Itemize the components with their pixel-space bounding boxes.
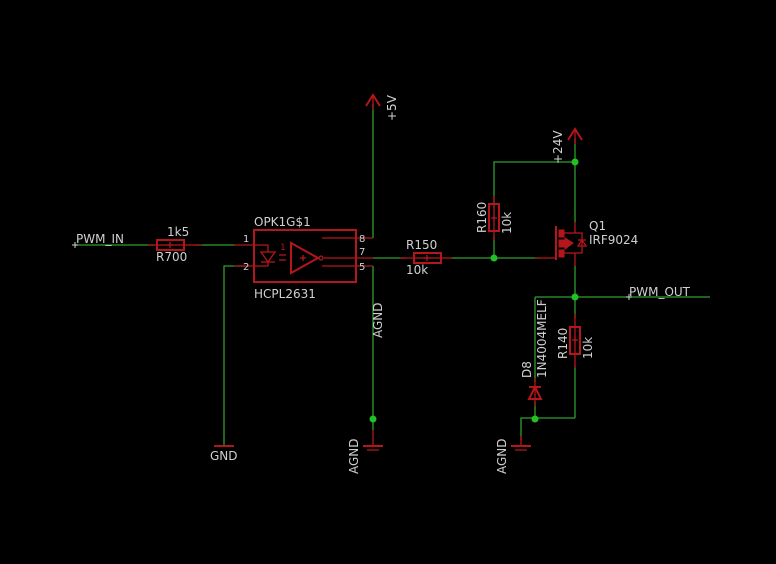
resistor-r700[interactable]: 1k5 R700: [148, 225, 202, 264]
agnd-right-label: AGND: [495, 438, 509, 474]
pin-8-number: 8: [359, 234, 365, 245]
opto-value: HCPL2631: [254, 287, 316, 301]
plus24v-label: +24V: [551, 130, 565, 164]
diode-triangle-icon: [527, 384, 543, 400]
r160-value: 10k: [500, 212, 514, 234]
optocoupler-opk1[interactable]: 1 1 2 8 7 5 OPK1G$1 HCPL2631: [234, 215, 373, 301]
led-wire: [254, 244, 269, 252]
wire-gnd[interactable]: [223, 265, 245, 445]
d8-name: D8: [520, 361, 534, 378]
led-diode-icon: [259, 251, 277, 264]
channel-segment: [558, 249, 565, 258]
r150-value: 10k: [406, 263, 428, 277]
net-label-pwm-in[interactable]: PWM_IN: [72, 232, 124, 248]
opto-name: OPK1G$1: [254, 215, 311, 229]
body-diode-wire: [575, 232, 583, 254]
wires: [75, 104, 710, 445]
net-label-agnd-top[interactable]: AGND: [371, 302, 385, 338]
agnd-label: AGND: [347, 438, 361, 474]
junction-dot: [571, 158, 579, 166]
pin-5-number: 5: [359, 262, 365, 273]
junctions: [369, 158, 579, 423]
gnd-label: GND: [210, 449, 238, 463]
junction-dot: [531, 415, 539, 423]
supply-plus5v[interactable]: +5V: [365, 93, 399, 121]
diode-d8[interactable]: D8 1N4004MELF: [520, 299, 549, 406]
supply-agnd-right[interactable]: AGND: [495, 436, 531, 474]
junction-dot: [571, 293, 579, 301]
pin-2-number: 2: [243, 262, 249, 273]
channel-segment: [558, 229, 565, 238]
amplifier-triangle-icon: [290, 241, 321, 275]
r140-name: R140: [556, 328, 570, 359]
inverter-bubble-icon: [318, 255, 324, 261]
resistor-body: [569, 326, 581, 355]
resistor-body: [413, 252, 442, 264]
wire-bottom-return[interactable]: [520, 417, 575, 440]
mosfet-q1[interactable]: Q1 IRF9024: [535, 219, 638, 266]
supply-gnd[interactable]: GND: [210, 445, 238, 463]
pin-7-number: 7: [359, 247, 365, 258]
opto-body: [253, 229, 357, 283]
gate-lead: [535, 228, 557, 259]
d8-value: 1N4004MELF: [535, 299, 549, 378]
supply-plus24v[interactable]: +24V: [551, 127, 583, 164]
r140-value: 10k: [581, 337, 595, 359]
net-label-pwm-out[interactable]: PWM_OUT: [626, 285, 691, 300]
agnd-top-label: AGND: [371, 302, 385, 338]
resistor-r160[interactable]: R160 10k: [475, 196, 514, 240]
r160-name: R160: [475, 202, 489, 233]
q1-value: IRF9024: [589, 233, 638, 247]
junction-dot: [490, 254, 498, 262]
opto-led-pin-label: 1: [280, 243, 286, 253]
channel-arrow-icon: [564, 237, 574, 250]
pwm-out-label: PWM_OUT: [629, 285, 691, 299]
r700-value: 1k5: [167, 225, 189, 239]
supply-arrow-icon: [567, 127, 583, 141]
body-diode-icon: [576, 238, 588, 247]
q1-name: Q1: [589, 219, 606, 233]
pwm-in-label: PWM_IN: [76, 232, 124, 246]
resistor-body: [488, 203, 500, 232]
resistor-body: [156, 239, 185, 251]
led-wire: [254, 262, 269, 267]
supply-agnd-mid[interactable]: AGND: [347, 430, 383, 474]
r700-name: R700: [156, 250, 187, 264]
resistor-r150[interactable]: R150 10k: [400, 238, 452, 277]
junction-dot: [369, 415, 377, 423]
supply-arrow-icon: [365, 93, 381, 107]
plus5v-label: +5V: [385, 94, 399, 121]
r150-name: R150: [406, 238, 437, 252]
channel-segment: [558, 239, 565, 248]
resistor-r140[interactable]: R140 10k: [556, 314, 595, 368]
pin-1-number: 1: [243, 234, 249, 245]
wire-r160-top[interactable]: [493, 161, 575, 208]
